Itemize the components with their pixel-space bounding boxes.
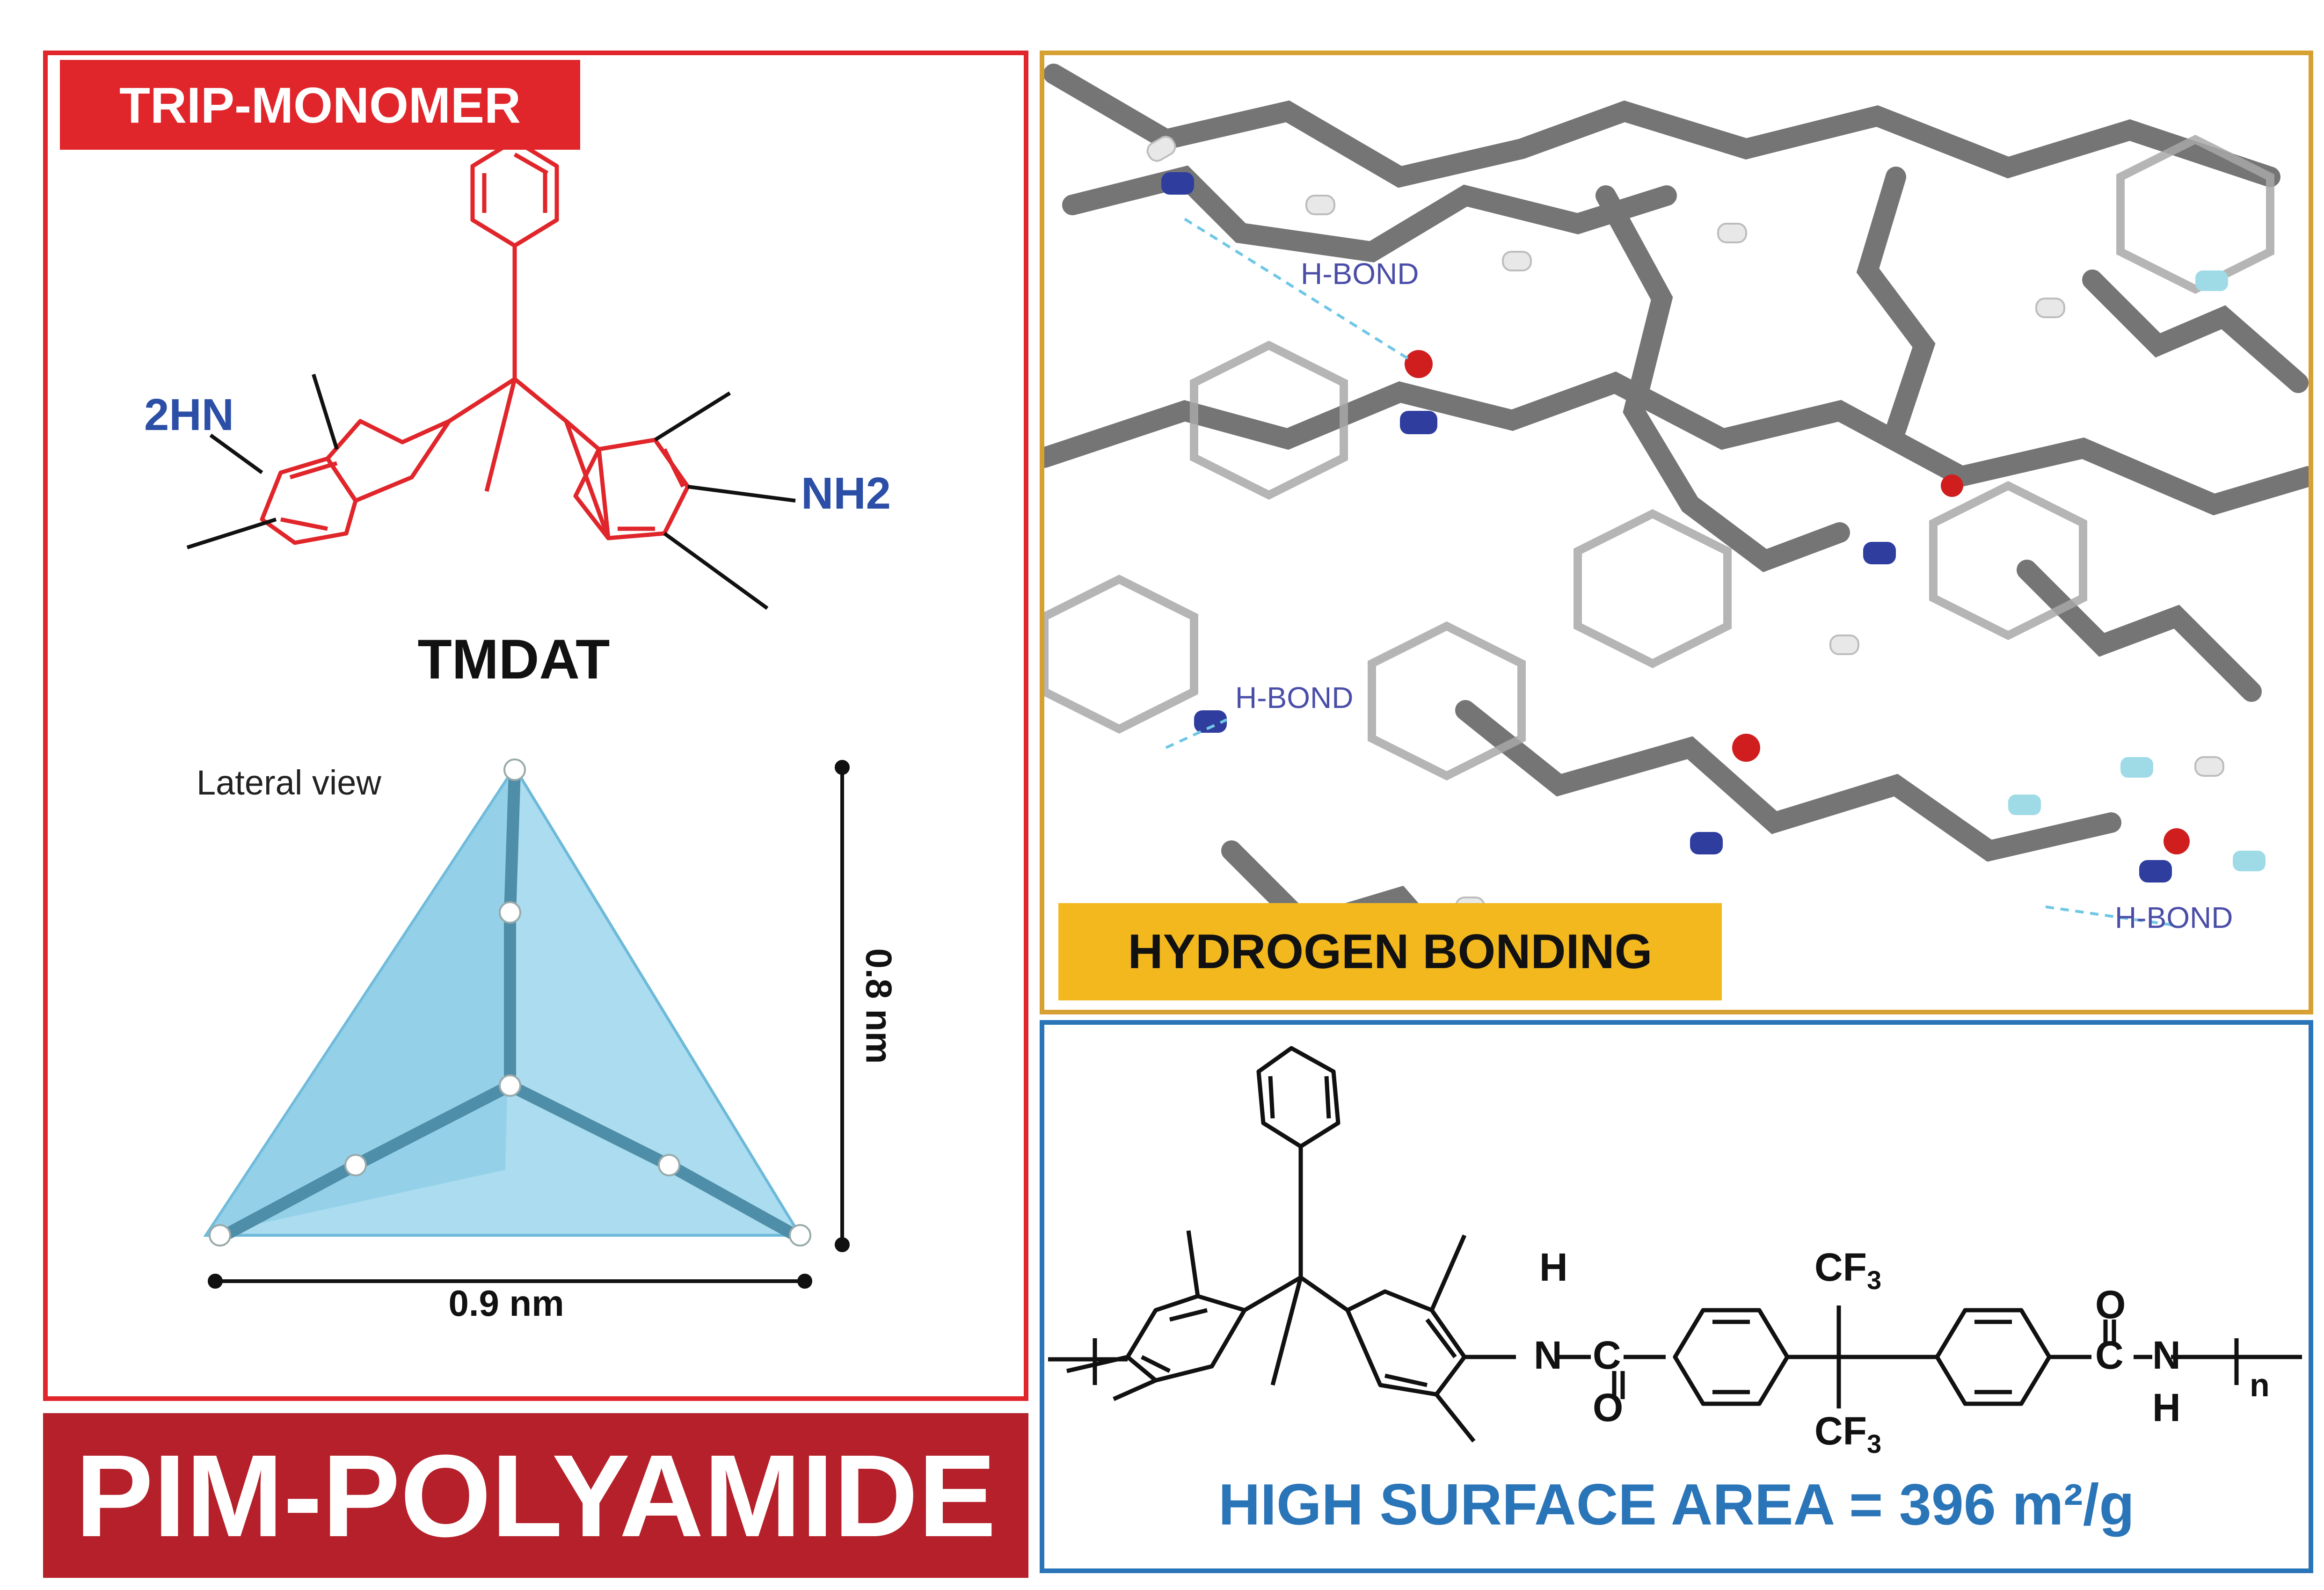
atom-c-left: C [1593,1333,1621,1377]
trip-monomer-tag: TRIP-MONOMER [60,60,580,150]
repeat-unit-n: n [2250,1367,2270,1403]
atom-o-right: O [2095,1283,2126,1327]
cf3-bottom-label: CF3 [1814,1409,1882,1459]
atom-o-left: O [1593,1386,1624,1430]
amine-left-label: 2HN [144,390,234,440]
surface-area-label: HIGH SURFACE AREA = 396 m²/g [1218,1473,2135,1537]
monomer-panel [43,51,1028,1401]
h-bond-label: H-BOND [1301,257,1419,291]
atom-h-top: H [1539,1245,1568,1289]
width-dimension-label: 0.9 nm [448,1283,564,1324]
lateral-view-label: Lateral view [197,763,381,802]
atom-n-left: N [1534,1333,1562,1377]
molecular-model-render [1044,64,2309,983]
amine-right-label: NH2 [801,468,891,518]
page-title: PIM-POLYAMIDE [43,1413,1028,1578]
h-bond-label: H-BOND [2115,901,2233,934]
compound-name: TMDAT [417,628,610,691]
hydrogen-bonding-panel [1040,51,2313,1014]
polymer-panel [1040,1020,2313,1573]
atom-c-right: C [2095,1333,2124,1377]
height-dimension-label: 0.8 nm [858,948,900,1064]
hydrogen-bonding-tag: HYDROGEN BONDING [1058,903,1722,1000]
h-bond-label: H-BOND [1235,681,1354,715]
cf3-top-label: CF3 [1814,1245,1882,1295]
atom-n-right: N [2152,1333,2181,1377]
atom-h-bottom: H [2152,1386,2181,1430]
